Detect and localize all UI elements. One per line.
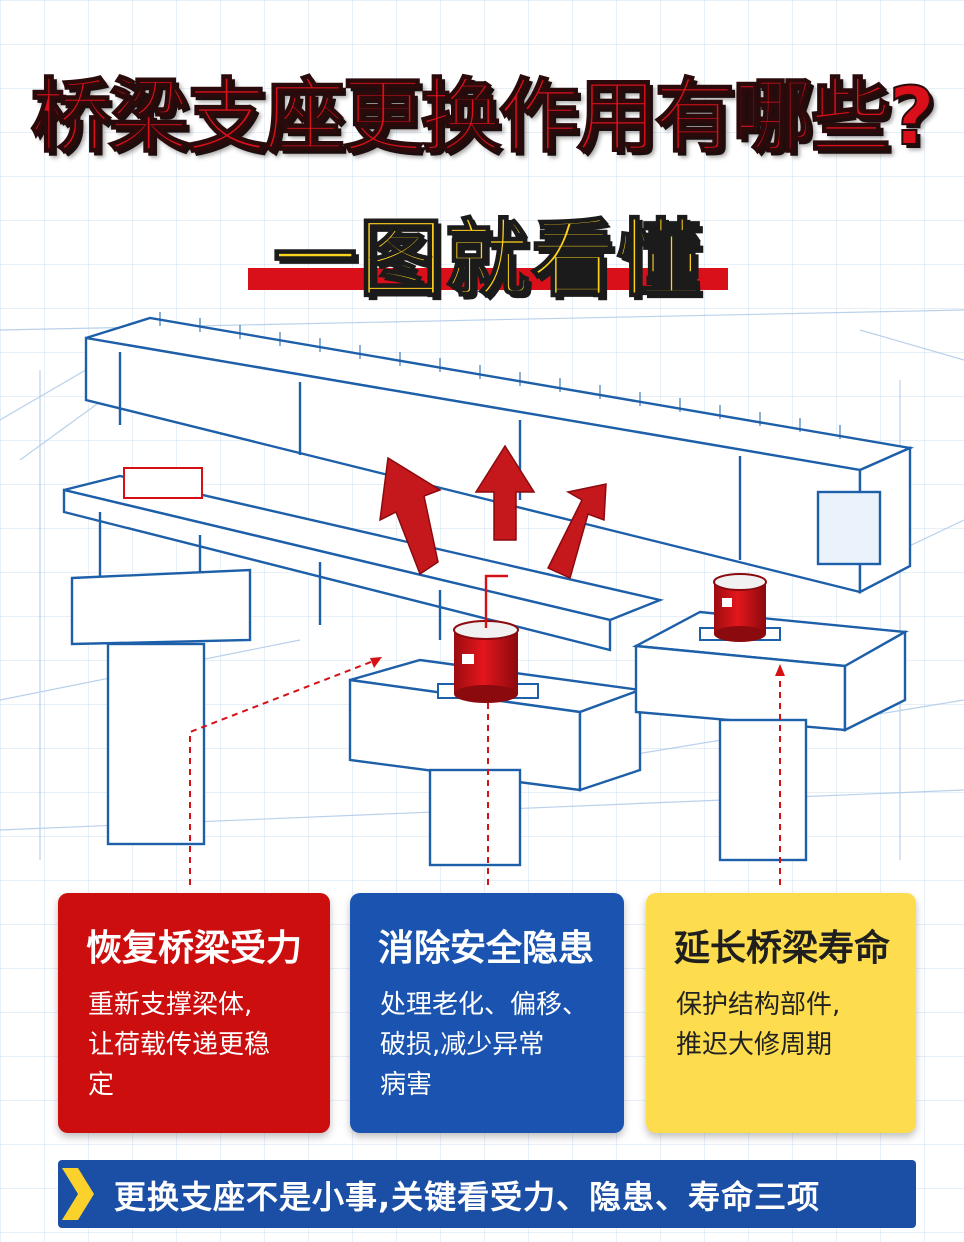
card-line: 定 <box>88 1070 115 1100</box>
card-line: 破损,减少异常 <box>380 1030 545 1060</box>
card-line: 处理老化、偏移、 <box>380 990 589 1020</box>
lift-arrow-center <box>474 444 536 541</box>
card-eliminate-hazards: 消除安全隐患 处理老化、偏移、 破损,减少异常 病害 <box>350 893 624 1133</box>
rebar-spikes <box>159 312 841 439</box>
card-line: 保护结构部件, <box>676 990 841 1020</box>
card-line: 病害 <box>380 1070 433 1100</box>
card-line: 重新支撑梁体, <box>88 990 253 1020</box>
card-restore-load: 恢复桥梁受力 重新支撑梁体, 让荷载传递更稳 定 <box>58 893 330 1133</box>
bridge-diagram <box>0 309 964 885</box>
bearing-right <box>699 573 781 642</box>
card-body: 重新支撑梁体, 让荷载传递更稳 定 <box>88 985 318 1105</box>
upper-girder <box>84 316 915 594</box>
connector-arrowheads <box>370 657 785 676</box>
bearing-pointer <box>484 574 508 628</box>
card-title: 延长桥梁寿命 <box>674 928 891 969</box>
banner-text: 更换支座不是小事,关键看受力、隐患、寿命三项 <box>114 1178 821 1216</box>
subtitle-underline <box>248 268 728 290</box>
connector-lines <box>189 659 781 885</box>
page-title: 桥梁支座更换作用有哪些? <box>30 69 936 164</box>
card-body: 处理老化、偏移、 破损,减少异常 病害 <box>380 985 610 1105</box>
card-line: 让荷载传递更稳 <box>88 1030 271 1060</box>
chevron-right-icon <box>62 1168 94 1220</box>
pier-right <box>631 610 909 862</box>
card-line: 推迟大修周期 <box>676 1030 833 1060</box>
subtitle-band: 一图就看懂 <box>248 192 728 309</box>
lift-arrow-left <box>379 456 442 576</box>
lift-arrows <box>379 444 607 580</box>
card-extend-life: 延长桥梁寿命 保护结构部件, 推迟大修周期 <box>646 893 916 1133</box>
summary-banner: 更换支座不是小事,关键看受力、隐患、寿命三项 <box>58 1160 916 1228</box>
lift-arrow-right <box>546 483 607 580</box>
card-title: 恢复桥梁受力 <box>86 928 303 969</box>
page-subtitle: 一图就看懂 <box>272 209 703 309</box>
bearing-center <box>437 620 539 703</box>
pier-left <box>70 568 252 846</box>
lower-girder <box>62 467 665 652</box>
card-title: 消除安全隐患 <box>378 928 595 969</box>
card-body: 保护结构部件, 推迟大修周期 <box>676 985 906 1065</box>
